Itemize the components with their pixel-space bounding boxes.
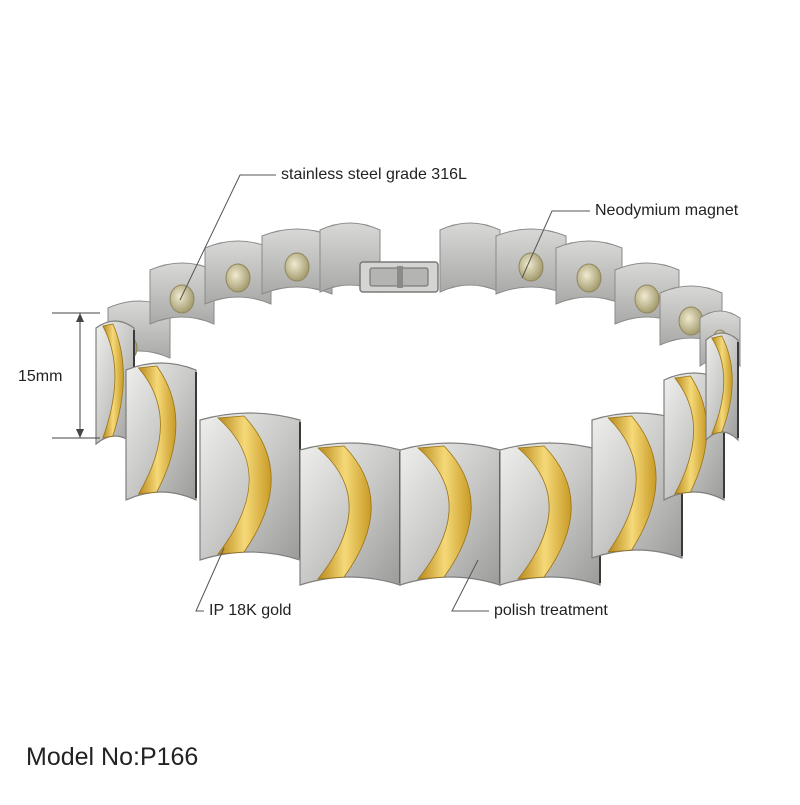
magnet-icon [518, 252, 544, 282]
gold-inlay [711, 335, 733, 435]
magnet-icon [284, 252, 310, 282]
polish-label: polish treatment [494, 602, 608, 619]
magnet-icon [678, 306, 704, 336]
gold-inlay [674, 375, 708, 495]
front-links [95, 320, 739, 586]
back-link [439, 222, 501, 293]
back-links [107, 222, 741, 367]
gold-inlay [517, 445, 572, 580]
gold-inlay [317, 445, 372, 580]
steel-grade-label: stainless steel grade 316L [281, 166, 467, 183]
gold-inlay [217, 415, 272, 555]
gold-inlay [137, 365, 177, 495]
magnet-icon [634, 284, 660, 314]
magnet-icon [169, 284, 195, 314]
polish-leader [451, 559, 489, 612]
leader-lines [179, 174, 590, 612]
width-dimension-label: 15mm [18, 368, 63, 385]
clasp [359, 261, 439, 293]
magnet-label: Neodymium magnet [595, 202, 739, 219]
gold-inlay [102, 323, 124, 439]
gold-plating-label: IP 18K gold [209, 602, 292, 619]
model-number: Model No:P166 [26, 743, 199, 771]
dimension-marker [52, 312, 100, 439]
gold-leader [195, 547, 225, 612]
gold-inlay [607, 415, 657, 553]
gold-inlay [417, 445, 472, 580]
steel-leader [179, 174, 276, 301]
magnet-icon [225, 263, 251, 293]
magnet-icon [576, 263, 602, 293]
magnet-leader [521, 210, 590, 279]
